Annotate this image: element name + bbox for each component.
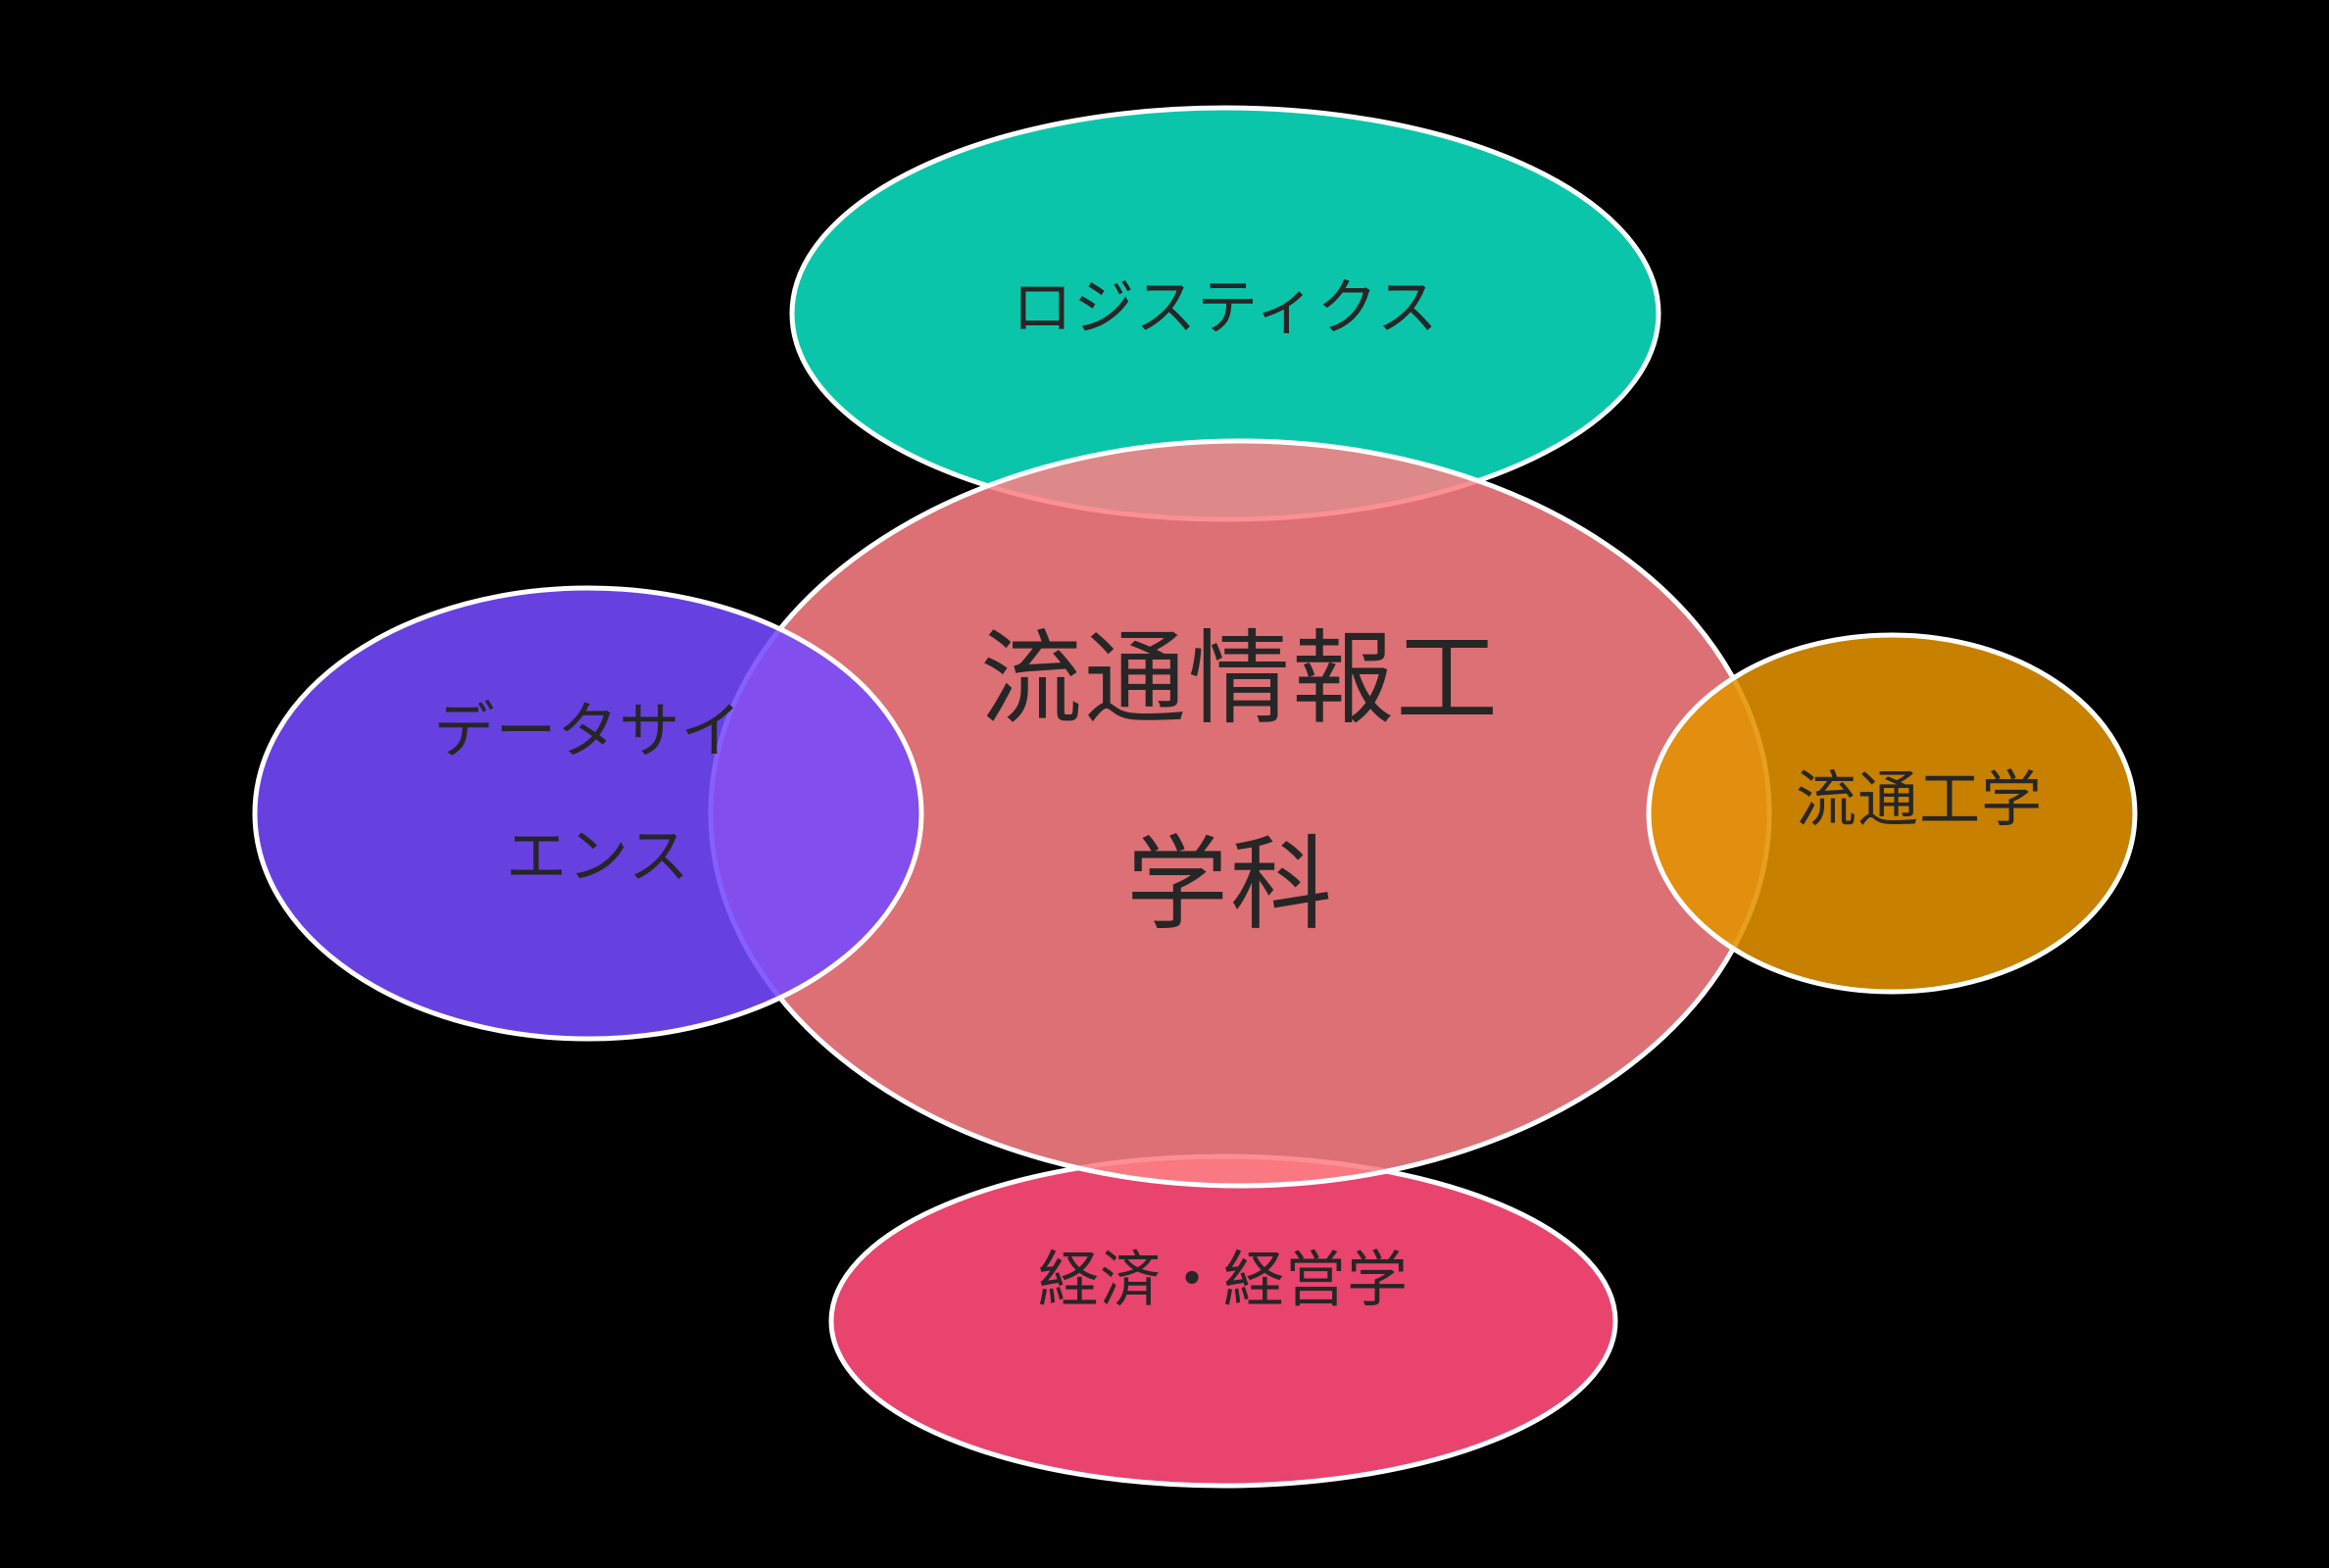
label-center-line1: 流通情報工 — [980, 618, 1500, 738]
behind-layer — [789, 105, 1661, 1489]
label-layer: ロジスティクス データサイ エンス 流通工学 経済・経営学 流通情報工 学科 — [433, 271, 2043, 1315]
label-data-science-line2: エンス — [506, 820, 690, 892]
ellipse-economics-management[interactable] — [828, 1153, 1618, 1489]
front-layer — [252, 585, 2138, 1042]
label-distribution-engineering: 流通工学 — [1796, 763, 2043, 835]
ellipse-distribution-engineering[interactable] — [1646, 632, 2138, 995]
label-center-line2: 学科 — [1126, 824, 1334, 944]
label-data-science-line1: データサイ — [433, 695, 742, 766]
label-economics-management: 経済・経営学 — [1038, 1244, 1409, 1315]
label-logistics: ロジスティクス — [1012, 271, 1438, 343]
ellipse-data-science[interactable] — [252, 585, 924, 1042]
